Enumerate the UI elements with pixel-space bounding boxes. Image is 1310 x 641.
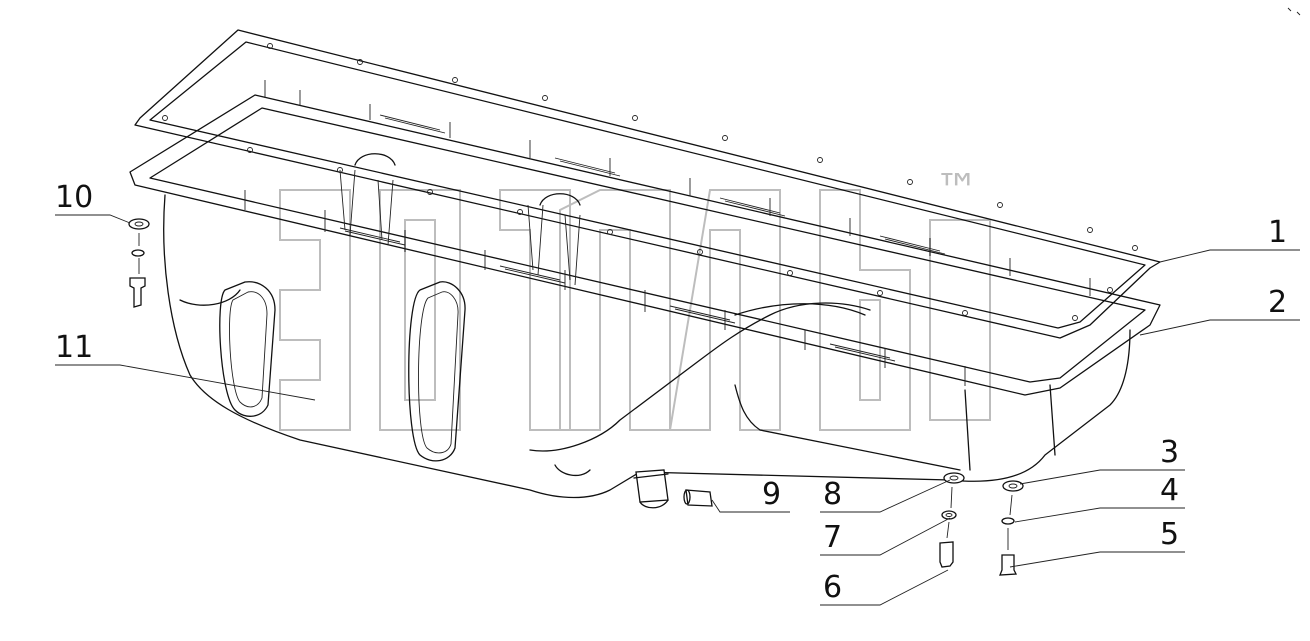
bolt-set-left <box>128 218 150 308</box>
bolt-set-right <box>999 480 1024 576</box>
corner-marks <box>1287 7 1301 16</box>
callout-7: 7 <box>823 520 842 555</box>
callout-2: 2 <box>1268 285 1287 320</box>
callout-4: 4 <box>1160 473 1179 508</box>
oil-pan-body <box>163 153 1131 509</box>
callout-1: 1 <box>1268 215 1287 250</box>
callout-9: 9 <box>762 477 781 512</box>
oil-pan-flange <box>129 80 1161 396</box>
callout-11: 11 <box>55 330 93 365</box>
callout-labels: 1 2 3 4 5 6 7 8 9 10 11 <box>55 180 1287 605</box>
drain-plug <box>683 489 713 507</box>
gasket-upper <box>134 29 1161 339</box>
callout-8: 8 <box>823 477 842 512</box>
callout-6: 6 <box>823 570 842 605</box>
callout-3: 3 <box>1160 435 1179 470</box>
bolt-set-middle <box>939 472 965 568</box>
watermark-trademark: ™ <box>935 165 979 216</box>
callout-5: 5 <box>1160 517 1179 552</box>
callout-10: 10 <box>55 180 93 215</box>
leader-lines <box>55 214 1300 606</box>
